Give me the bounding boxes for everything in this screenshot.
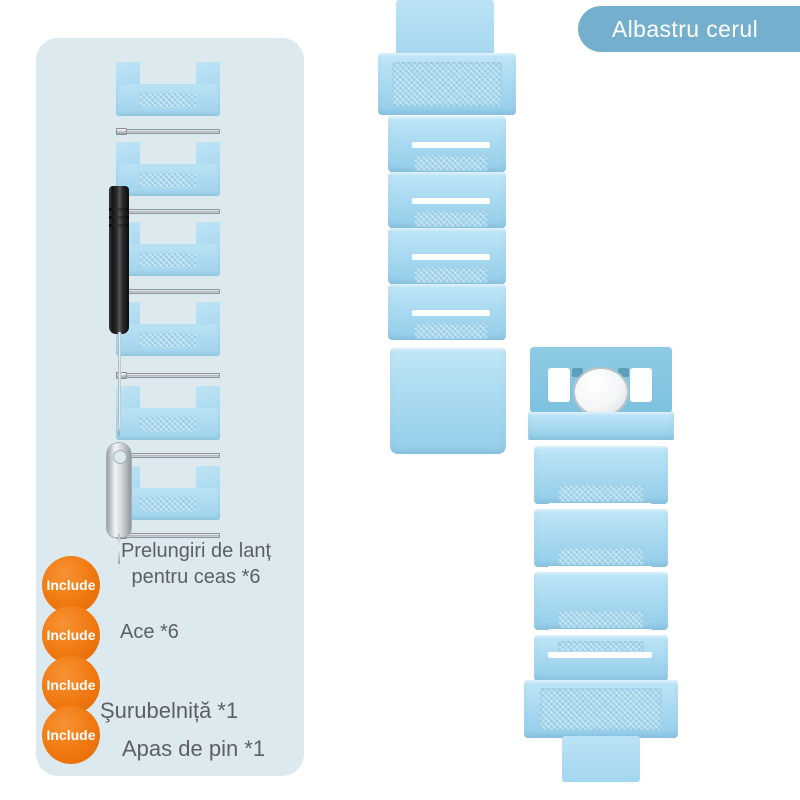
watch-link xyxy=(116,62,220,116)
band-segment-texture xyxy=(558,610,644,628)
accessory-caption-pin-pusher: Apas de pin *1 xyxy=(122,736,266,761)
screwdriver xyxy=(106,186,132,436)
pin-rod xyxy=(125,453,220,458)
include-badge: Include xyxy=(42,706,100,764)
band-slot xyxy=(548,629,652,636)
band-slot xyxy=(412,310,490,316)
link-texture xyxy=(140,496,196,512)
pin-pusher-hole xyxy=(113,450,127,464)
pin-pusher-needle xyxy=(118,534,120,564)
screwdriver-shaft xyxy=(117,332,121,430)
band-slot xyxy=(548,440,652,447)
pin-rod xyxy=(125,373,220,378)
clasp-nub-left xyxy=(572,368,583,377)
band-slot xyxy=(548,652,652,658)
clasp-nub-right xyxy=(618,368,629,377)
band-shoulder xyxy=(528,412,674,440)
link-texture xyxy=(140,172,196,188)
band-bottom-strap xyxy=(562,736,640,782)
band-slot xyxy=(412,344,490,350)
accessory-caption-pins: Ace *6 xyxy=(120,621,179,643)
include-badge-label: Include xyxy=(46,627,96,643)
color-name-label: Albastru cerul xyxy=(611,15,759,42)
screwdriver-grip-ring xyxy=(109,224,129,227)
band-slot xyxy=(412,198,490,204)
connector-pin xyxy=(116,372,220,379)
clasp-window-right xyxy=(630,368,652,402)
band-slot xyxy=(548,566,652,573)
clasp-window-left xyxy=(548,368,570,402)
include-badge-label: Include xyxy=(46,677,96,693)
include-badge: Include xyxy=(42,556,100,614)
screwdriver-grip-ring xyxy=(109,216,129,219)
band-segment-texture xyxy=(414,323,488,339)
pin-rod xyxy=(125,129,220,134)
accessory-panel: Include Include Include Include Prelungi… xyxy=(36,38,304,776)
include-badge-label: Include xyxy=(46,577,96,593)
pin-rod xyxy=(125,209,220,214)
include-badge-label: Include xyxy=(46,727,96,743)
band-segment-texture xyxy=(414,155,488,171)
pin-pusher xyxy=(102,442,136,564)
include-badge: Include xyxy=(42,606,100,664)
band-head-texture xyxy=(392,62,502,106)
color-name-badge: Albastru cerul xyxy=(578,6,800,52)
accessory-caption-chain-extensions: Prelungiri de lanț pentru ceas *6 xyxy=(120,540,272,588)
screwdriver-grip-ring xyxy=(109,208,129,211)
link-texture xyxy=(140,332,196,348)
screwdriver-tip xyxy=(117,426,121,436)
band-slot xyxy=(412,142,490,148)
accessory-caption-screwdriver: Şurubelniță *1 xyxy=(100,698,239,723)
pin-rod xyxy=(125,289,220,294)
pin-head xyxy=(116,128,127,135)
band-segment-texture xyxy=(414,211,488,227)
band-segment-texture xyxy=(558,484,644,502)
band-end-head-texture xyxy=(540,688,662,730)
band-slot xyxy=(412,254,490,260)
include-badge: Include xyxy=(42,656,100,714)
screwdriver-handle xyxy=(109,186,129,334)
band-segment-texture xyxy=(414,267,488,283)
band-slot xyxy=(548,503,652,510)
link-texture xyxy=(140,92,196,108)
pin-head xyxy=(116,372,127,379)
watch-link xyxy=(116,142,220,196)
band-segment-texture xyxy=(558,547,644,565)
clasp-release-button[interactable] xyxy=(573,367,629,417)
watch-link xyxy=(116,302,220,356)
link-texture xyxy=(140,252,196,268)
band-end-block xyxy=(390,348,506,454)
link-texture xyxy=(140,416,196,432)
connector-pin xyxy=(116,128,220,135)
band-top-strap xyxy=(396,0,494,60)
